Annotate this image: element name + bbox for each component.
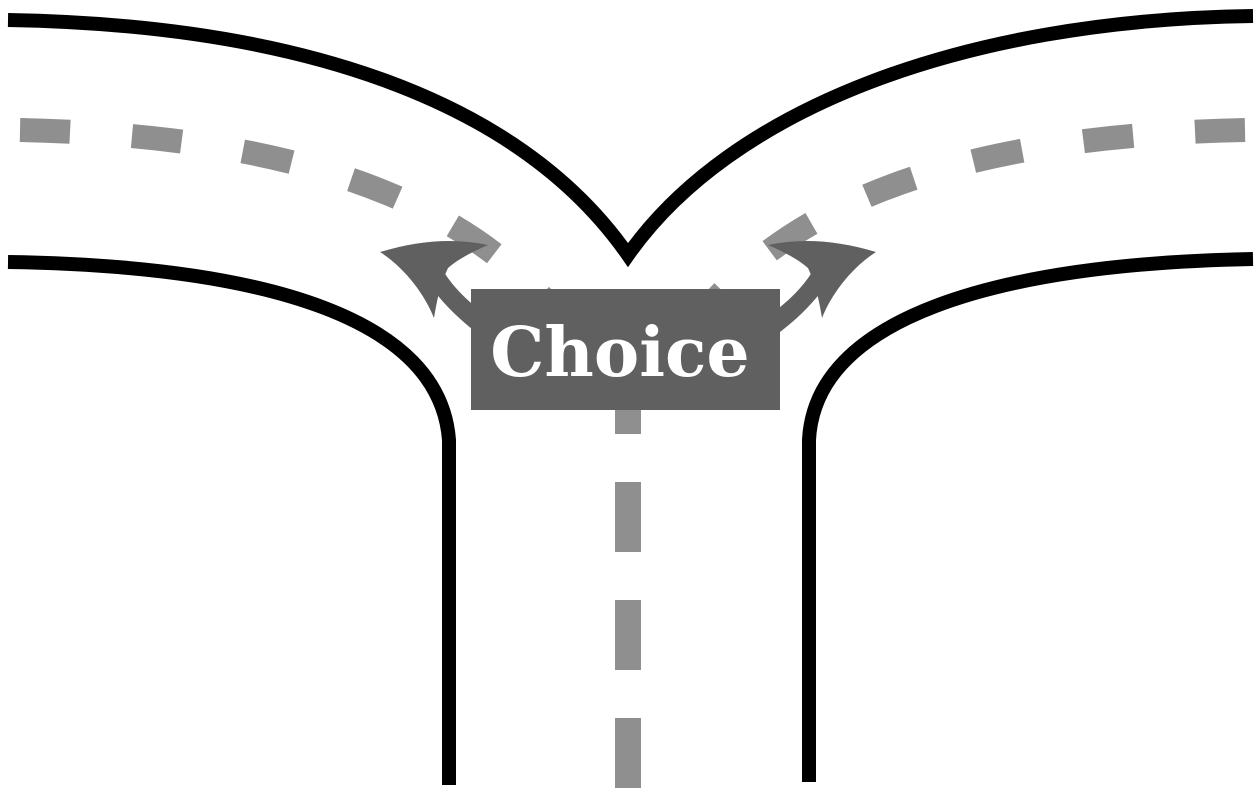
center-line-left-branch	[20, 130, 545, 300]
road-edge-left-inner	[8, 262, 449, 785]
road-edge-top-v	[8, 16, 1253, 255]
center-line-right-branch	[715, 130, 1245, 300]
choice-label: Choice	[490, 313, 749, 393]
road-edge-right-inner	[809, 259, 1253, 782]
